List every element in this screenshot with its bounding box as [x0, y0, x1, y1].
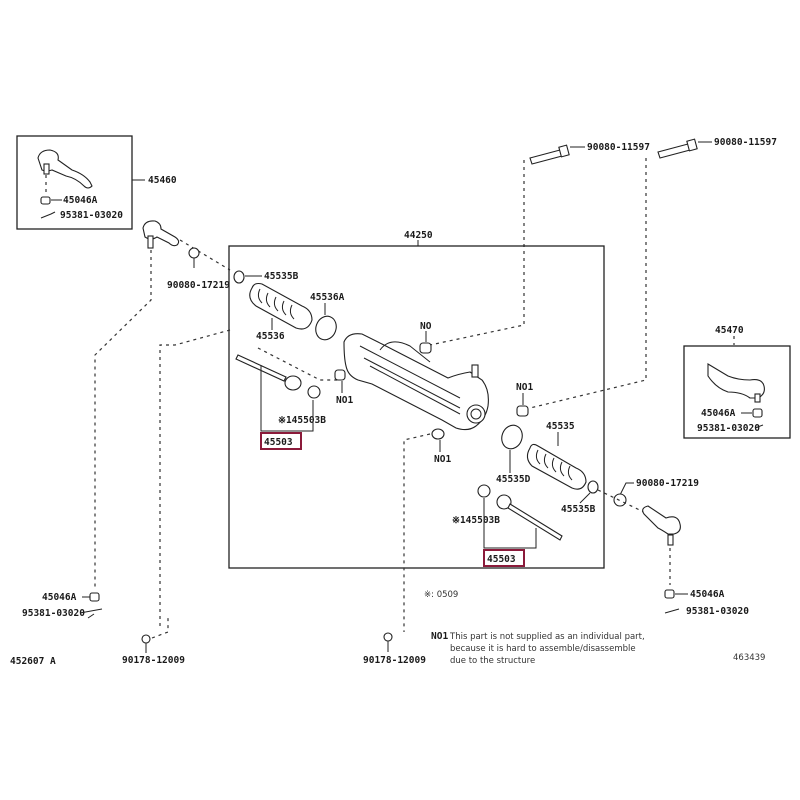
dash-line — [597, 489, 651, 516]
steering-rack-housing-icon — [343, 333, 489, 431]
castle-nut-icon — [89, 592, 100, 602]
grommet-icon — [419, 342, 432, 354]
label-95381-bottom-right[interactable]: 95381-03020 — [686, 606, 749, 617]
cotter-pin-icon — [79, 608, 103, 619]
label-no1-right[interactable]: NO1 — [516, 382, 533, 393]
dash-line — [159, 329, 231, 630]
label-95381-bottom-left[interactable]: 95381-03020 — [22, 608, 85, 619]
inset-box-45470 — [683, 345, 791, 439]
cotter-pin-icon — [40, 211, 56, 219]
footnote-mark: ※: 0509 — [424, 590, 458, 600]
label-45535[interactable]: 45535 — [546, 421, 575, 432]
boot-clamp-icon — [587, 480, 599, 494]
label-90080-11597-right[interactable]: 90080-11597 — [714, 137, 777, 148]
label-no-top[interactable]: NO — [420, 321, 432, 332]
cotter-pin-icon — [664, 608, 680, 614]
cotter-pin-icon — [754, 424, 764, 429]
label-145503b-left[interactable]: ※145503B — [278, 415, 326, 426]
footnote-line-3: due to the structure — [450, 656, 535, 666]
label-45460[interactable]: 45460 — [148, 175, 177, 186]
label-45535d[interactable]: 45535D — [496, 474, 531, 485]
castle-nut-icon — [40, 196, 51, 205]
rack-boot-left-icon — [249, 282, 313, 330]
footnote-line-2: because it is hard to assemble/disassemb… — [450, 644, 636, 654]
label-45470[interactable]: 45470 — [715, 325, 744, 336]
tie-rod-end-icon — [707, 363, 765, 403]
tie-rod-end-icon — [37, 149, 93, 189]
castle-nut-icon — [664, 589, 675, 599]
dash-line — [403, 433, 431, 632]
dash-line — [151, 615, 169, 639]
highlight-box-45503-left — [260, 432, 302, 450]
rack-end-right-icon — [496, 494, 563, 541]
dash-line — [179, 239, 231, 271]
grommet-icon — [431, 428, 445, 440]
bolt-icon — [657, 138, 698, 159]
clamp-icon — [315, 315, 337, 341]
figure-id-left: 452607 A — [10, 656, 56, 667]
label-45046a-bottom-right[interactable]: 45046A — [690, 589, 725, 600]
rack-boot-right-icon — [526, 443, 587, 490]
label-95381-inset-left[interactable]: 95381-03020 — [60, 210, 123, 221]
cotter-pin-icon — [383, 632, 393, 642]
grommet-icon — [516, 405, 529, 417]
label-90080-11597-left[interactable]: 90080-11597 — [587, 142, 650, 153]
label-90080-17219-left[interactable]: 90080-17219 — [167, 280, 230, 291]
leader — [579, 492, 591, 504]
castle-nut-icon — [752, 408, 763, 418]
claw-washer-icon — [477, 484, 491, 498]
boot-clamp-icon — [233, 270, 245, 284]
label-145503b-right[interactable]: ※145503B — [452, 515, 500, 526]
grommet-icon — [334, 369, 346, 381]
leader — [619, 482, 634, 496]
tie-rod-end-right-icon — [642, 505, 681, 546]
footnote-code: NO1 — [431, 631, 448, 642]
nut-icon — [188, 247, 200, 259]
cotter-pin-icon — [141, 634, 151, 644]
dash-line — [529, 158, 647, 409]
label-90178-12009-center[interactable]: 90178-12009 — [363, 655, 426, 666]
label-45535b-right[interactable]: 45535B — [561, 504, 596, 515]
label-45046a-inset-right[interactable]: 45046A — [701, 408, 736, 419]
rack-assembly-box — [228, 245, 605, 569]
label-44250[interactable]: 44250 — [404, 230, 433, 241]
dash-line — [429, 160, 525, 346]
bracket-line — [483, 498, 537, 549]
label-95381-inset-right[interactable]: 95381-03020 — [697, 423, 760, 434]
nut-icon — [613, 493, 627, 507]
bracket-line — [260, 365, 314, 432]
footnote-line-1: This part is not supplied as an individu… — [449, 632, 645, 642]
highlight-box-45503-right — [483, 549, 525, 567]
label-45503-left[interactable]: 45503 — [264, 437, 293, 448]
dash-line — [94, 250, 152, 590]
label-no1-bottom[interactable]: NO1 — [434, 454, 451, 465]
rack-end-left-icon — [235, 354, 302, 391]
claw-washer-icon — [307, 385, 321, 399]
dash-line — [257, 347, 340, 381]
label-90080-17219-right[interactable]: 90080-17219 — [636, 478, 699, 489]
bolt-icon — [529, 144, 570, 165]
label-45536a[interactable]: 45536A — [310, 292, 345, 303]
label-45503-right[interactable]: 45503 — [487, 554, 516, 565]
figure-id-right: 463439 — [733, 653, 765, 663]
label-45536[interactable]: 45536 — [256, 331, 285, 342]
tie-rod-end-left-icon — [142, 220, 180, 249]
label-45046a-bottom-left[interactable]: 45046A — [42, 592, 77, 603]
clamp-icon — [501, 424, 523, 450]
label-90178-12009-left[interactable]: 90178-12009 — [122, 655, 185, 666]
label-45046a-inset-left[interactable]: 45046A — [63, 195, 98, 206]
label-45535b-left[interactable]: 45535B — [264, 271, 299, 282]
inset-box-45460 — [16, 135, 133, 230]
label-no1-left[interactable]: NO1 — [336, 395, 353, 406]
